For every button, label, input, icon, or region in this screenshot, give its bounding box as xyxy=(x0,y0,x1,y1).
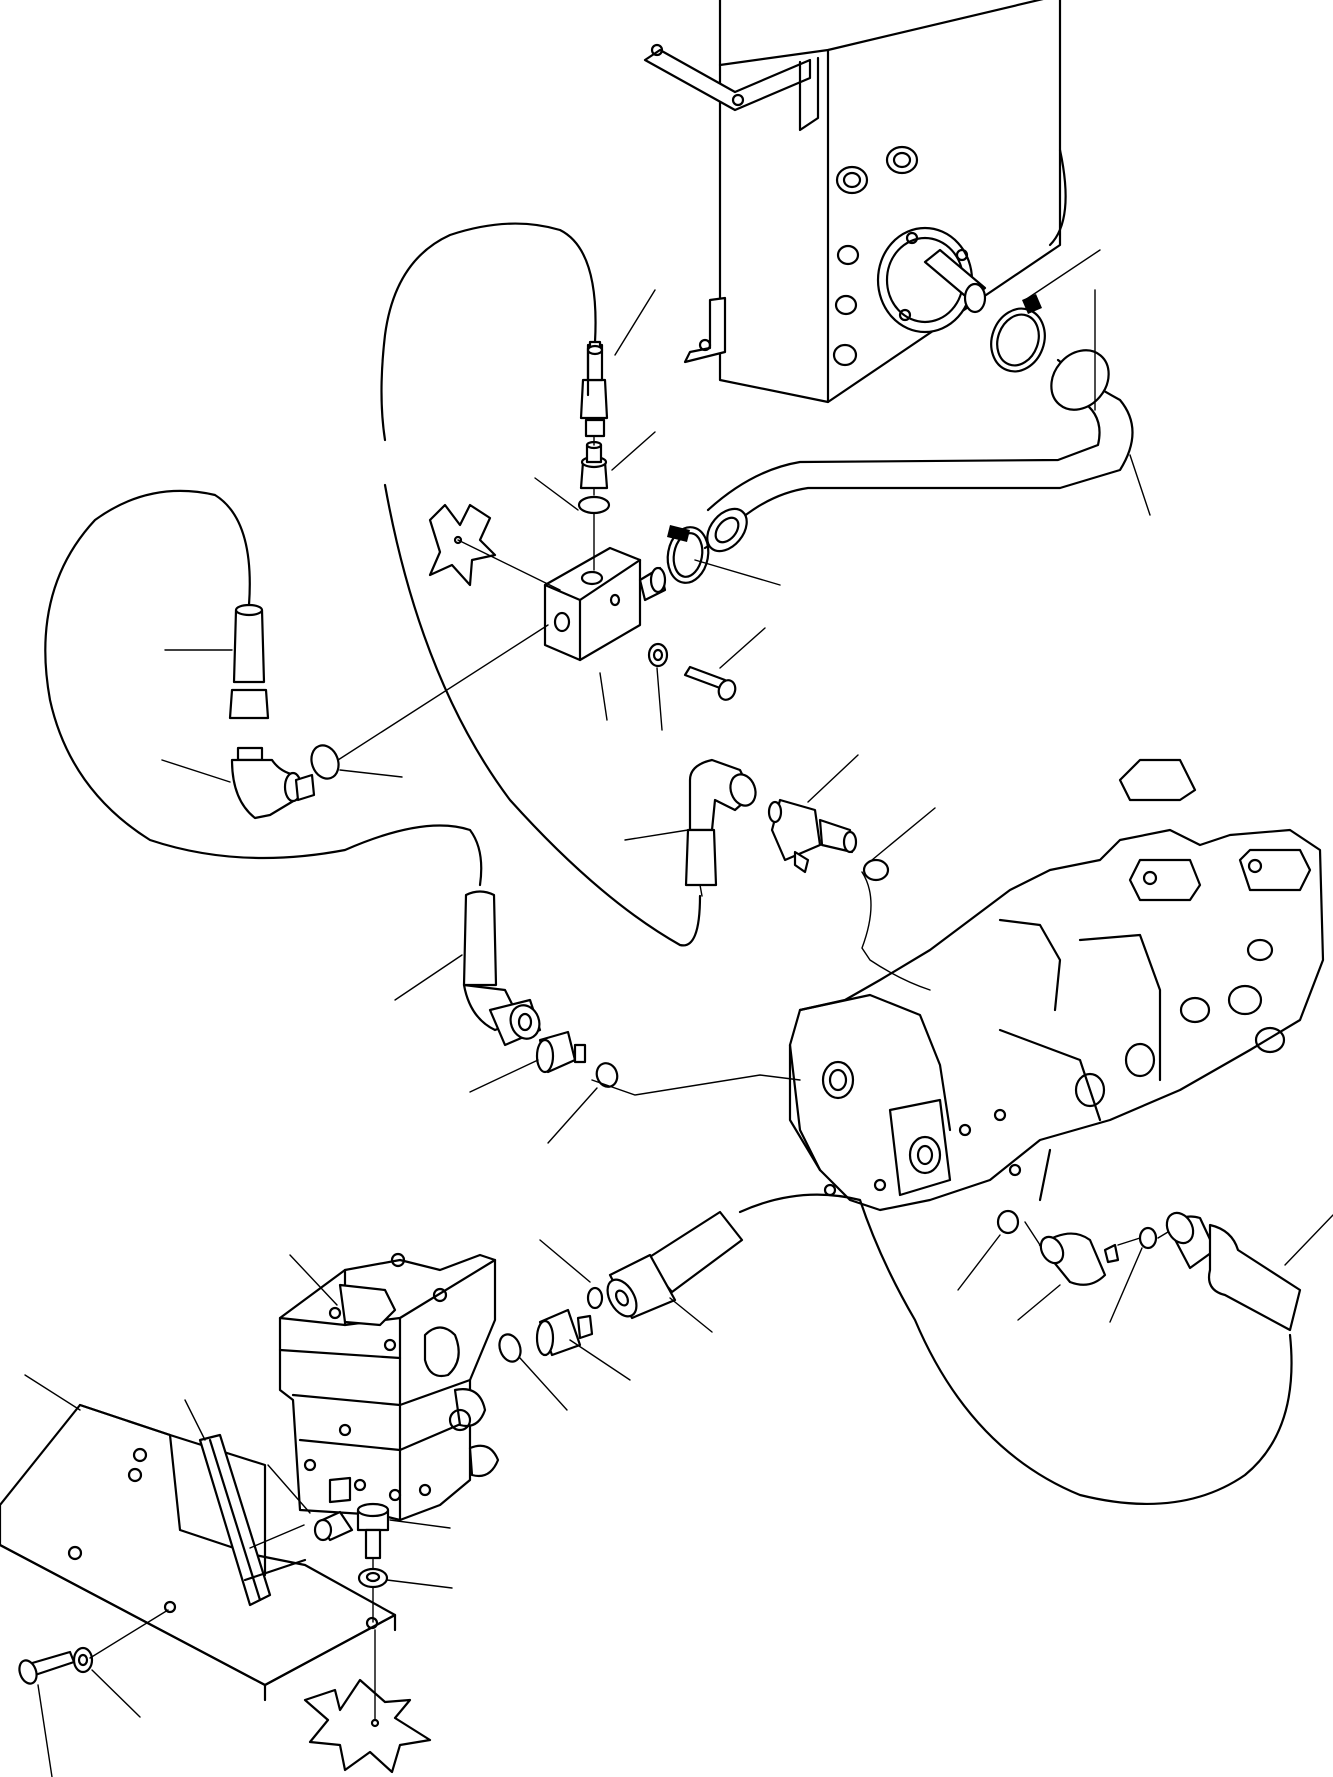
straight-connector-top xyxy=(579,440,609,490)
tank-suction-flange xyxy=(876,226,987,334)
straight-connector-middle xyxy=(535,1030,587,1074)
junction-bolt xyxy=(683,665,737,701)
tank-port-group xyxy=(832,145,919,367)
o-ring-left xyxy=(310,744,340,780)
elbow-fitting-right xyxy=(1038,1232,1120,1286)
elbow-nut-middle-left xyxy=(488,998,542,1047)
junction-washer xyxy=(647,642,669,668)
washer-lower xyxy=(357,1567,389,1589)
hose-end-lower xyxy=(606,1210,744,1320)
hose-clamp-upper xyxy=(990,294,1046,373)
tee-fitting xyxy=(767,798,858,874)
washer-bracket xyxy=(72,1646,94,1674)
bolt-lower xyxy=(356,1502,390,1560)
o-ring-lower xyxy=(586,1286,604,1310)
spacer xyxy=(313,1510,354,1542)
o-ring-valve xyxy=(498,1333,522,1363)
hose-end-left xyxy=(228,603,270,720)
straight-connector-lower xyxy=(535,1308,594,1357)
assembly-lines xyxy=(89,435,1169,1721)
mounting-bracket xyxy=(0,1403,397,1702)
junction-block xyxy=(543,546,667,662)
elbow-fitting-left xyxy=(230,746,316,820)
elbow-fitting-middle xyxy=(684,758,757,897)
o-ring-pump-left xyxy=(996,1209,1020,1235)
hydraulic-pump xyxy=(788,758,1325,1212)
mounting-point-upper xyxy=(428,503,561,591)
hose-clamp-lower xyxy=(666,525,710,584)
hose-end-top xyxy=(579,340,609,438)
control-valve xyxy=(278,1252,500,1522)
o-ring-tee xyxy=(862,858,890,882)
bolt-bracket xyxy=(18,1650,76,1685)
hose-lines xyxy=(44,222,1293,1506)
hydraulic-tank xyxy=(643,0,1067,404)
o-ring-junction-top xyxy=(577,495,611,515)
hose-end-right xyxy=(1165,1211,1302,1332)
o-ring-pump-right xyxy=(1138,1226,1158,1250)
leader-lines xyxy=(24,249,1333,1777)
mounting-point-lower xyxy=(303,1678,432,1774)
